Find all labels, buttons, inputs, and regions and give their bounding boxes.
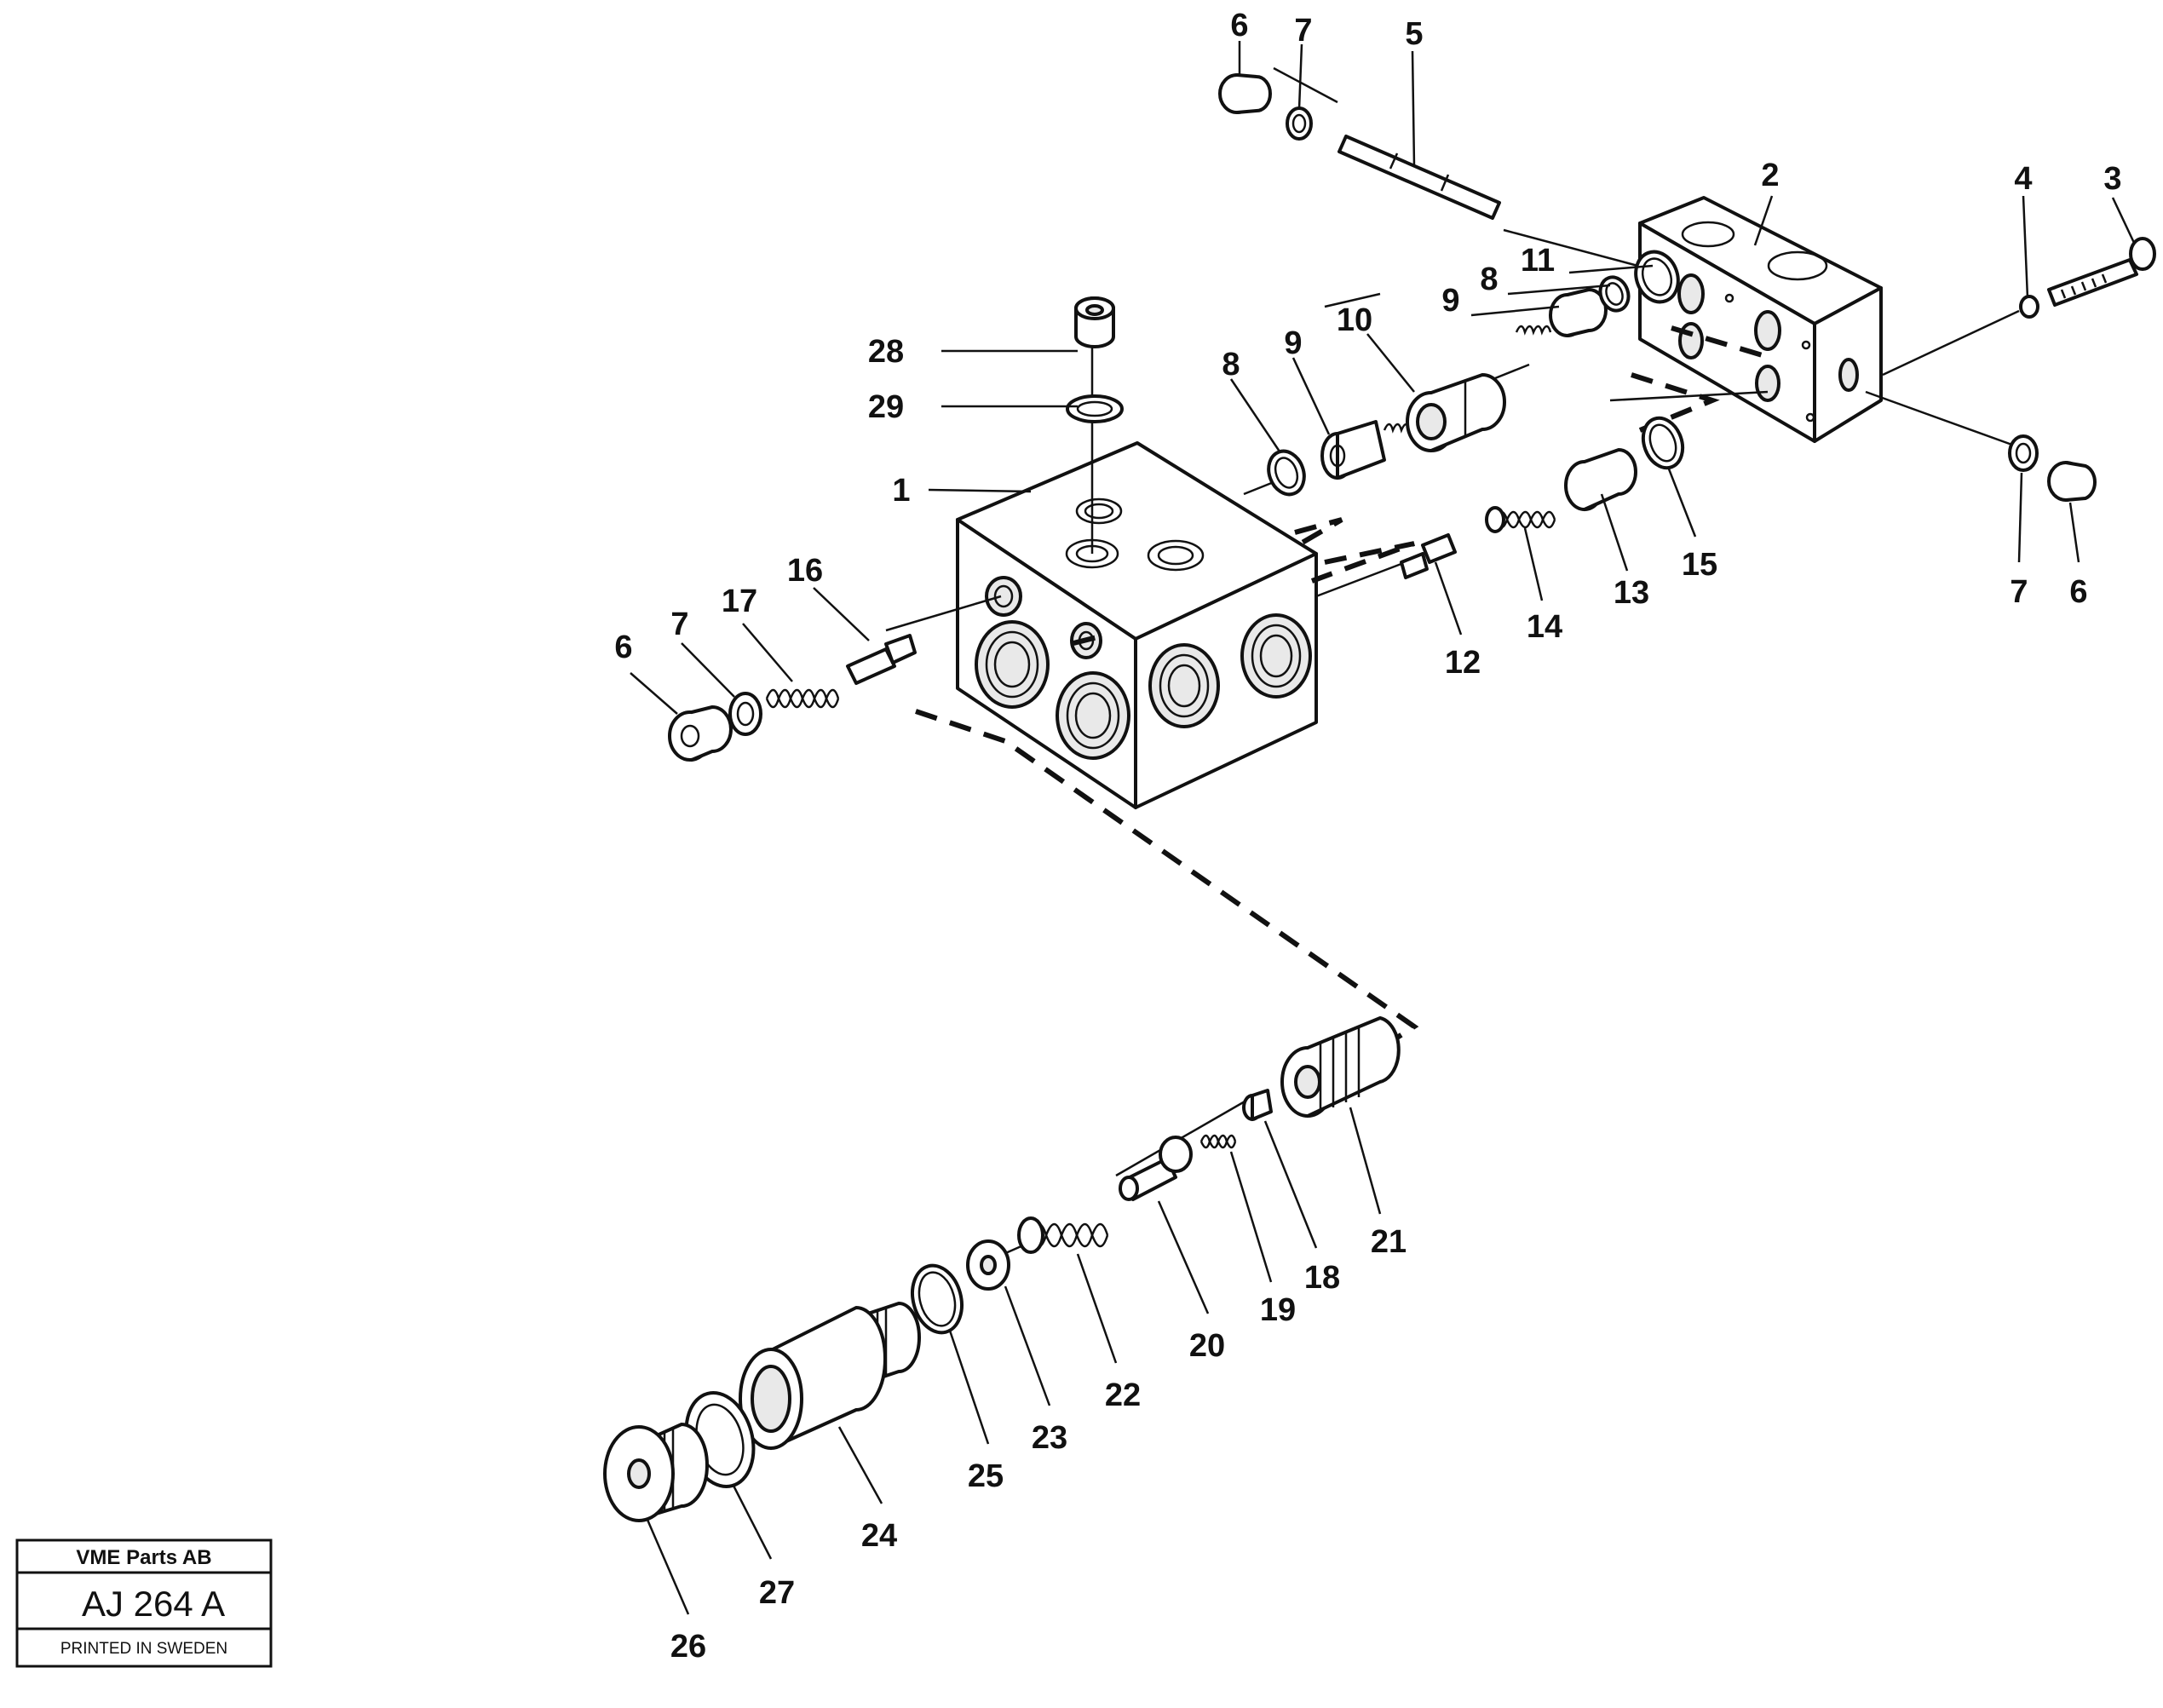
callout-11: 11 [1521, 243, 1555, 279]
callout-9: 9 [1284, 325, 1302, 361]
part-23-washer [966, 1239, 1010, 1291]
callout-22: 22 [1105, 1377, 1141, 1413]
callout-5: 5 [1405, 16, 1423, 52]
part-26-end-plug [603, 1423, 709, 1522]
callout-27: 27 [759, 1575, 795, 1611]
valve-block-secondary [1638, 196, 1883, 443]
part-6-plug-right [2047, 461, 2097, 502]
part-7-washer-top [1286, 106, 1313, 141]
callout-3: 3 [2103, 161, 2121, 197]
part-16-pin [846, 634, 917, 685]
callout-23: 23 [1032, 1420, 1067, 1456]
part-15-oring [1641, 416, 1685, 470]
callout-8: 8 [1222, 347, 1240, 382]
part-7-washer-left [728, 692, 762, 736]
title-block-drawing-code: AJ 264 A [82, 1584, 225, 1624]
callout-7: 7 [1294, 13, 1312, 49]
part-22-spring [1017, 1216, 1109, 1254]
part-29-seal-top [1066, 394, 1124, 423]
callout-2: 2 [1761, 158, 1779, 193]
part-9-valve-upper [1515, 288, 1608, 337]
callout-1: 1 [892, 473, 910, 509]
assembly-dashed-lines [915, 325, 1766, 1040]
callout-16: 16 [787, 553, 823, 589]
callout-28: 28 [868, 334, 904, 370]
callout-7-right: 7 [2010, 574, 2028, 610]
callout-6-left: 6 [614, 630, 632, 665]
callout-10: 10 [1337, 302, 1372, 338]
part-5-shaft [1337, 135, 1501, 220]
part-6-plug-left [668, 705, 733, 762]
valve-block-main [956, 441, 1318, 809]
part-17-spring [765, 688, 840, 709]
callout-18: 18 [1304, 1260, 1340, 1296]
title-block-company: VME Parts AB [76, 1546, 211, 1569]
callout-12: 12 [1445, 645, 1481, 681]
callout-8-upper: 8 [1480, 262, 1498, 297]
callout-19: 19 [1260, 1292, 1296, 1328]
callout-24: 24 [861, 1518, 897, 1554]
callout-14: 14 [1527, 609, 1562, 645]
part-20-piston [1119, 1136, 1193, 1201]
part-14-spring-piston [1485, 506, 1556, 533]
part-13-plug [1564, 448, 1637, 511]
callout-4: 4 [2014, 161, 2032, 197]
callout-20: 20 [1189, 1328, 1225, 1364]
part-9-valve-middle [1320, 420, 1412, 480]
title-block-printed: PRINTED IN SWEDEN [60, 1640, 227, 1658]
callout-6: 6 [1230, 8, 1248, 43]
callout-25: 25 [968, 1458, 1004, 1494]
callout-labels: 1 2 3 4 5 6 7 8 9 10 11 12 13 14 15 16 1… [614, 8, 2121, 1665]
callout-6-right: 6 [2069, 574, 2087, 610]
callout-15: 15 [1682, 547, 1717, 583]
callout-17: 17 [722, 584, 757, 619]
part-4-washer-right [2019, 295, 2039, 319]
part-6-plug-top [1218, 73, 1272, 114]
part-3-bolt [2047, 237, 2156, 307]
leader-lines [630, 41, 2136, 1615]
part-7-washer-right [2008, 434, 2039, 472]
callout-9-upper: 9 [1441, 283, 1459, 319]
part-18-small-poppet [1242, 1089, 1273, 1121]
title-block: VME Parts AB AJ 264 A PRINTED IN SWEDEN [15, 1538, 273, 1668]
part-25-oring [911, 1263, 964, 1335]
part-19-small-spring [1199, 1134, 1237, 1149]
callout-29: 29 [868, 389, 904, 425]
part-24-nut [739, 1302, 921, 1450]
part-12-poppet [1400, 533, 1457, 579]
part-28-plug-top [1074, 296, 1115, 348]
callout-7-left: 7 [670, 607, 688, 642]
callout-26: 26 [670, 1629, 706, 1665]
callout-21: 21 [1371, 1224, 1407, 1260]
part-10-sleeve [1406, 373, 1506, 452]
part-21-cartridge [1280, 1016, 1401, 1118]
part-8-oring-middle [1267, 449, 1306, 497]
callout-13: 13 [1614, 575, 1649, 611]
part-11-oring [1634, 250, 1680, 304]
